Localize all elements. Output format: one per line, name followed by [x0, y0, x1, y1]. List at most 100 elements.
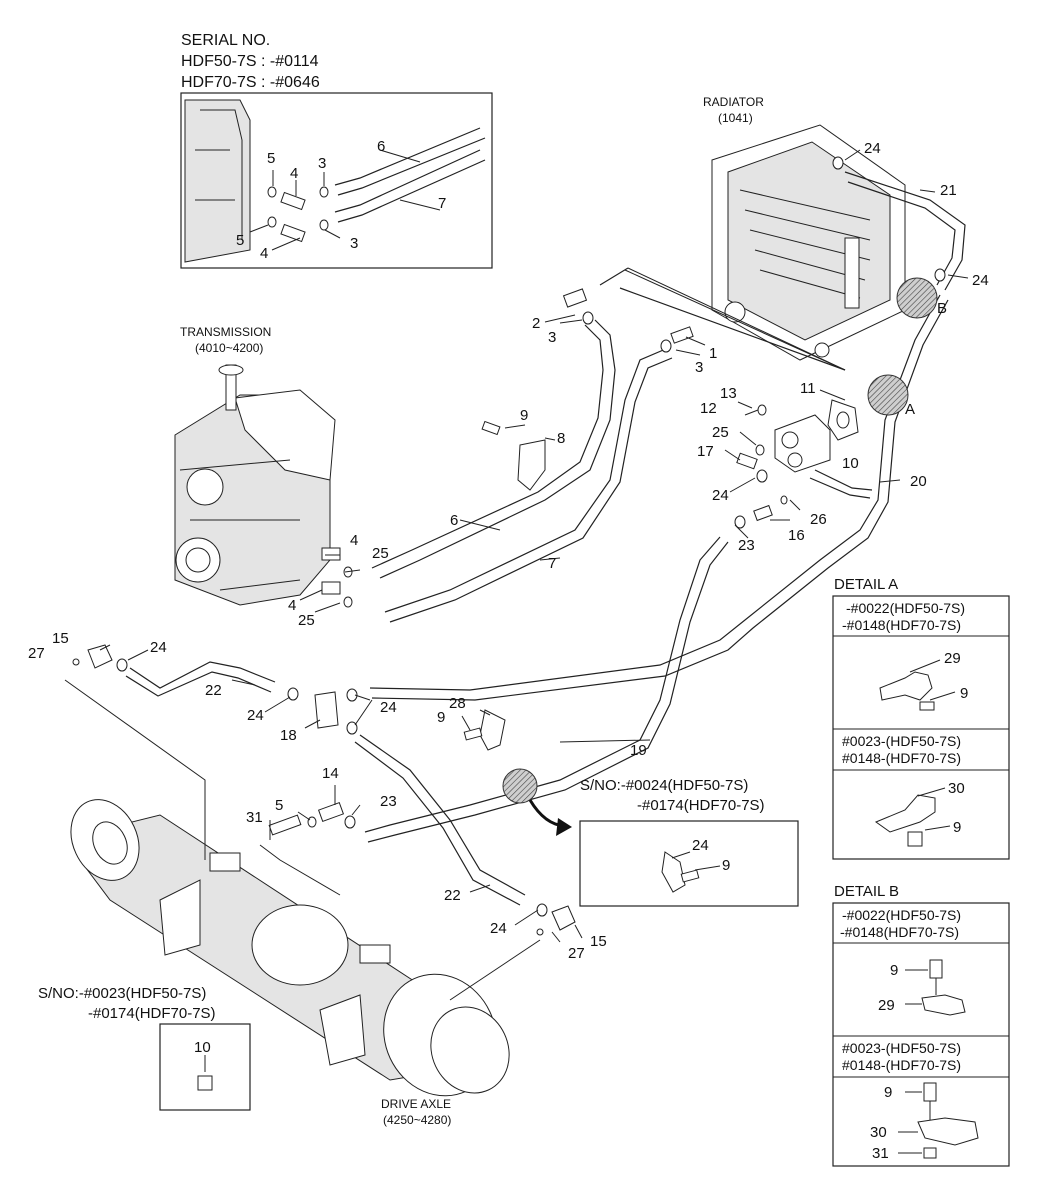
label-25: 25	[298, 612, 315, 629]
label-9: 9	[960, 685, 968, 702]
label-30: 30	[948, 780, 965, 797]
plug-inset-sn-2: -#0174(HDF70-7S)	[88, 1005, 216, 1022]
label-10: 10	[842, 455, 859, 472]
label-22: 22	[205, 682, 222, 699]
label-14: 14	[322, 765, 339, 782]
detail-b: DETAIL B -#0022(HDF50-7S) -#0148(HDF70-7…	[832, 883, 1010, 1167]
label-9: 9	[437, 709, 445, 726]
label-4: 4	[350, 532, 358, 549]
transmission: TRANSMISSION (4010~4200)	[174, 325, 336, 606]
drive-axle: DRIVE AXLE (4250~4280)	[70, 799, 510, 1127]
label-21: 21	[940, 182, 957, 199]
label-15: 15	[590, 933, 607, 950]
label-29: 29	[944, 650, 961, 667]
callout-a-marker[interactable]	[867, 374, 909, 416]
label-8: 8	[557, 430, 565, 447]
label-18: 18	[280, 727, 297, 744]
label-1: 1	[709, 345, 717, 362]
leader-lines	[64, 149, 969, 1001]
label-19: 19	[630, 742, 647, 759]
serial-title: SERIAL NO.	[181, 32, 270, 49]
label-5: 5	[267, 150, 275, 167]
label-24: 24	[692, 837, 709, 854]
label-10: 10	[194, 1039, 211, 1056]
hose-22-upper	[125, 661, 276, 697]
label-7: 7	[548, 555, 556, 572]
marker-b-label: B	[937, 300, 947, 317]
clamp-inset-sn-1: S/NO:-#0024(HDF50-7S)	[580, 777, 748, 794]
label-4: 4	[290, 165, 298, 182]
hose-20	[369, 294, 949, 701]
label-5: 5	[275, 797, 283, 814]
label-31: 31	[872, 1145, 889, 1162]
transmission-code: (4010~4200)	[195, 341, 263, 355]
callout-b-marker[interactable]	[896, 277, 938, 319]
serial-inset: SERIAL NO. HDF50-7S : -#0114 HDF70-7S : …	[180, 32, 493, 269]
inset-hose-7	[334, 149, 486, 223]
hose-7	[384, 347, 673, 623]
label-3: 3	[318, 155, 326, 172]
inset-hose-6	[334, 127, 486, 196]
clamp-callout-marker[interactable]	[502, 768, 538, 804]
label-24: 24	[247, 707, 264, 724]
drive-axle-code: (4250~4280)	[383, 1113, 451, 1127]
detail-a-title: DETAIL A	[834, 576, 898, 593]
detail-b-frame	[832, 902, 1010, 1167]
label-27: 27	[28, 645, 45, 662]
transmission-name: TRANSMISSION	[180, 325, 271, 339]
clamp-inset-frame	[579, 820, 799, 907]
clamp-inset-sn-2: -#0174(HDF70-7S)	[637, 797, 765, 814]
hose-21	[844, 171, 966, 291]
detail-a-lower-sn-1: #0023-(HDF50-7S)	[842, 733, 961, 749]
clamp-inset: S/NO:-#0024(HDF50-7S) -#0174(HDF70-7S) 2…	[579, 777, 799, 907]
radiator-code: (1041)	[718, 111, 753, 125]
plug-inset-frame	[159, 1023, 251, 1111]
detail-a-upper-sn-1: -#0022(HDF50-7S)	[846, 600, 965, 616]
marker-a-label: A	[905, 401, 915, 418]
label-3: 3	[350, 235, 358, 252]
label-24: 24	[864, 140, 881, 157]
label-25: 25	[372, 545, 389, 562]
detail-b-upper-sn-2: -#0148(HDF70-7S)	[840, 924, 959, 940]
plug-inset-sn-1: S/NO:-#0023(HDF50-7S)	[38, 985, 206, 1002]
label-27: 27	[568, 945, 585, 962]
label-23: 23	[738, 537, 755, 554]
label-30: 30	[870, 1124, 887, 1141]
detail-a: DETAIL A -#0022(HDF50-7S) -#0148(HDF70-7…	[832, 576, 1010, 860]
label-20: 20	[910, 473, 927, 490]
label-26: 26	[810, 511, 827, 528]
label-24: 24	[380, 699, 397, 716]
fittings	[72, 156, 946, 936]
hose-6	[371, 319, 616, 579]
label-7: 7	[438, 195, 446, 212]
label-31: 31	[246, 809, 263, 826]
label-24: 24	[712, 487, 729, 504]
detail-b-lower-sn-2: #0148-(HDF70-7S)	[842, 1057, 961, 1073]
label-16: 16	[788, 527, 805, 544]
label-5: 5	[236, 232, 244, 249]
label-4: 4	[288, 597, 296, 614]
drive-axle-name: DRIVE AXLE	[381, 1097, 451, 1111]
label-2: 2	[532, 315, 540, 332]
detail-b-upper-sn-1: -#0022(HDF50-7S)	[842, 907, 961, 923]
label-25: 25	[712, 424, 729, 441]
label-6: 6	[377, 138, 385, 155]
label-9: 9	[884, 1084, 892, 1101]
label-3: 3	[548, 329, 556, 346]
hoses	[125, 171, 966, 906]
radiator: RADIATOR (1041)	[703, 95, 906, 361]
label-23: 23	[380, 793, 397, 810]
detail-b-title: DETAIL B	[834, 883, 899, 900]
plug-inset: S/NO:-#0023(HDF50-7S) -#0174(HDF70-7S) 1…	[38, 985, 251, 1111]
serial-line-2: HDF70-7S : -#0646	[181, 74, 320, 91]
label-9: 9	[722, 857, 730, 874]
transmission-fragment	[184, 99, 251, 263]
label-3: 3	[695, 359, 703, 376]
label-9: 9	[953, 819, 961, 836]
label-11: 11	[800, 380, 816, 397]
radiator-name: RADIATOR	[703, 95, 764, 109]
detail-b-lower-sn-1: #0023-(HDF50-7S)	[842, 1040, 961, 1056]
hose-22-lower	[354, 734, 526, 906]
label-24: 24	[490, 920, 507, 937]
